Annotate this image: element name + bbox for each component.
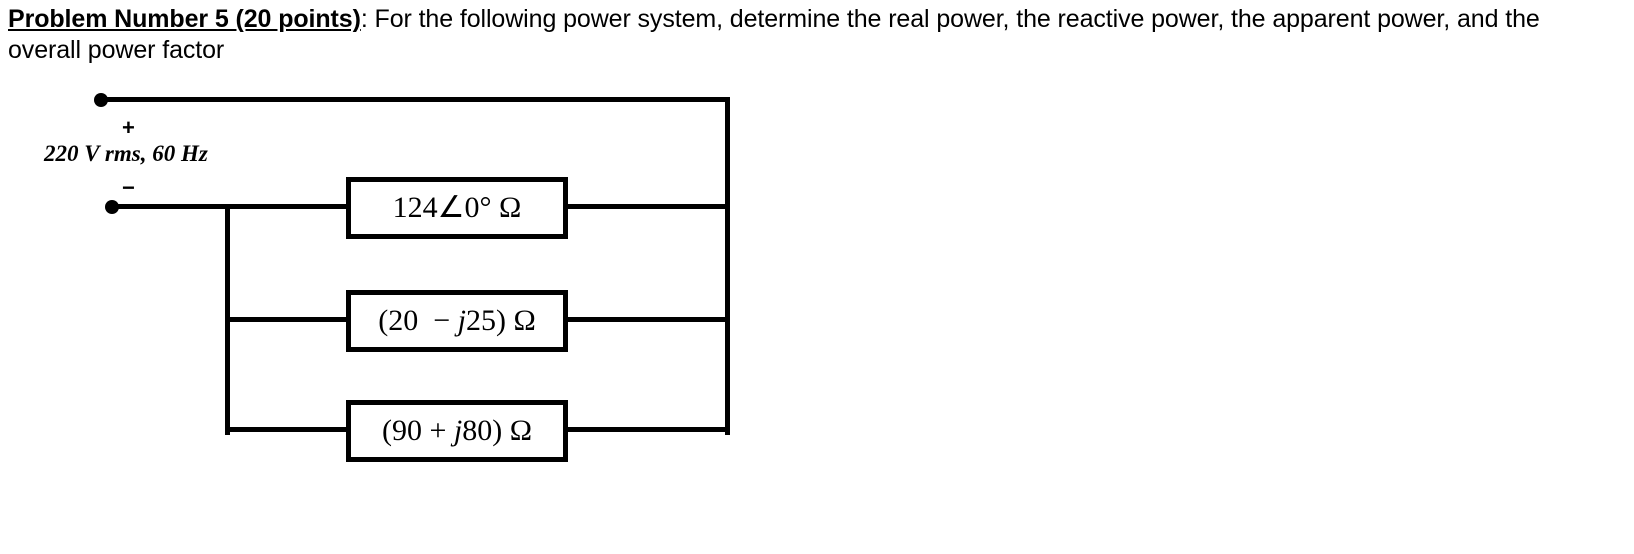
impedance-box-3: (90 + j80) Ω	[346, 400, 568, 462]
wire-branch-3-left	[225, 427, 351, 432]
impedance-label-1: 124∠0° Ω	[392, 191, 522, 224]
wire-branch-3-right	[566, 427, 730, 432]
wire-branch-1-right	[566, 204, 730, 209]
polarity-minus-label: −	[122, 175, 135, 200]
impedance-label-3: (90 + j80) Ω	[381, 414, 533, 447]
problem-statement: Problem Number 5 (20 points): For the fo…	[8, 4, 1608, 66]
problem-title: Problem Number 5 (20 points)	[8, 5, 361, 33]
wire-branch-1-left	[225, 204, 351, 209]
impedance-label-2: (20 − j25) Ω	[378, 304, 536, 337]
wire-branch-2-left	[225, 317, 351, 322]
wire-top-supply	[100, 97, 730, 102]
wire-right-bus	[725, 97, 730, 435]
problem-body: : For the following power system, determ…	[8, 5, 1540, 64]
impedance-box-1: 124∠0° Ω	[346, 177, 568, 239]
impedance-box-2: (20 − j25) Ω	[346, 290, 568, 352]
source-voltage-label: 220 V rms, 60 Hz	[44, 141, 208, 166]
wire-branch-2-right	[566, 317, 730, 322]
polarity-plus-label: +	[122, 115, 135, 140]
